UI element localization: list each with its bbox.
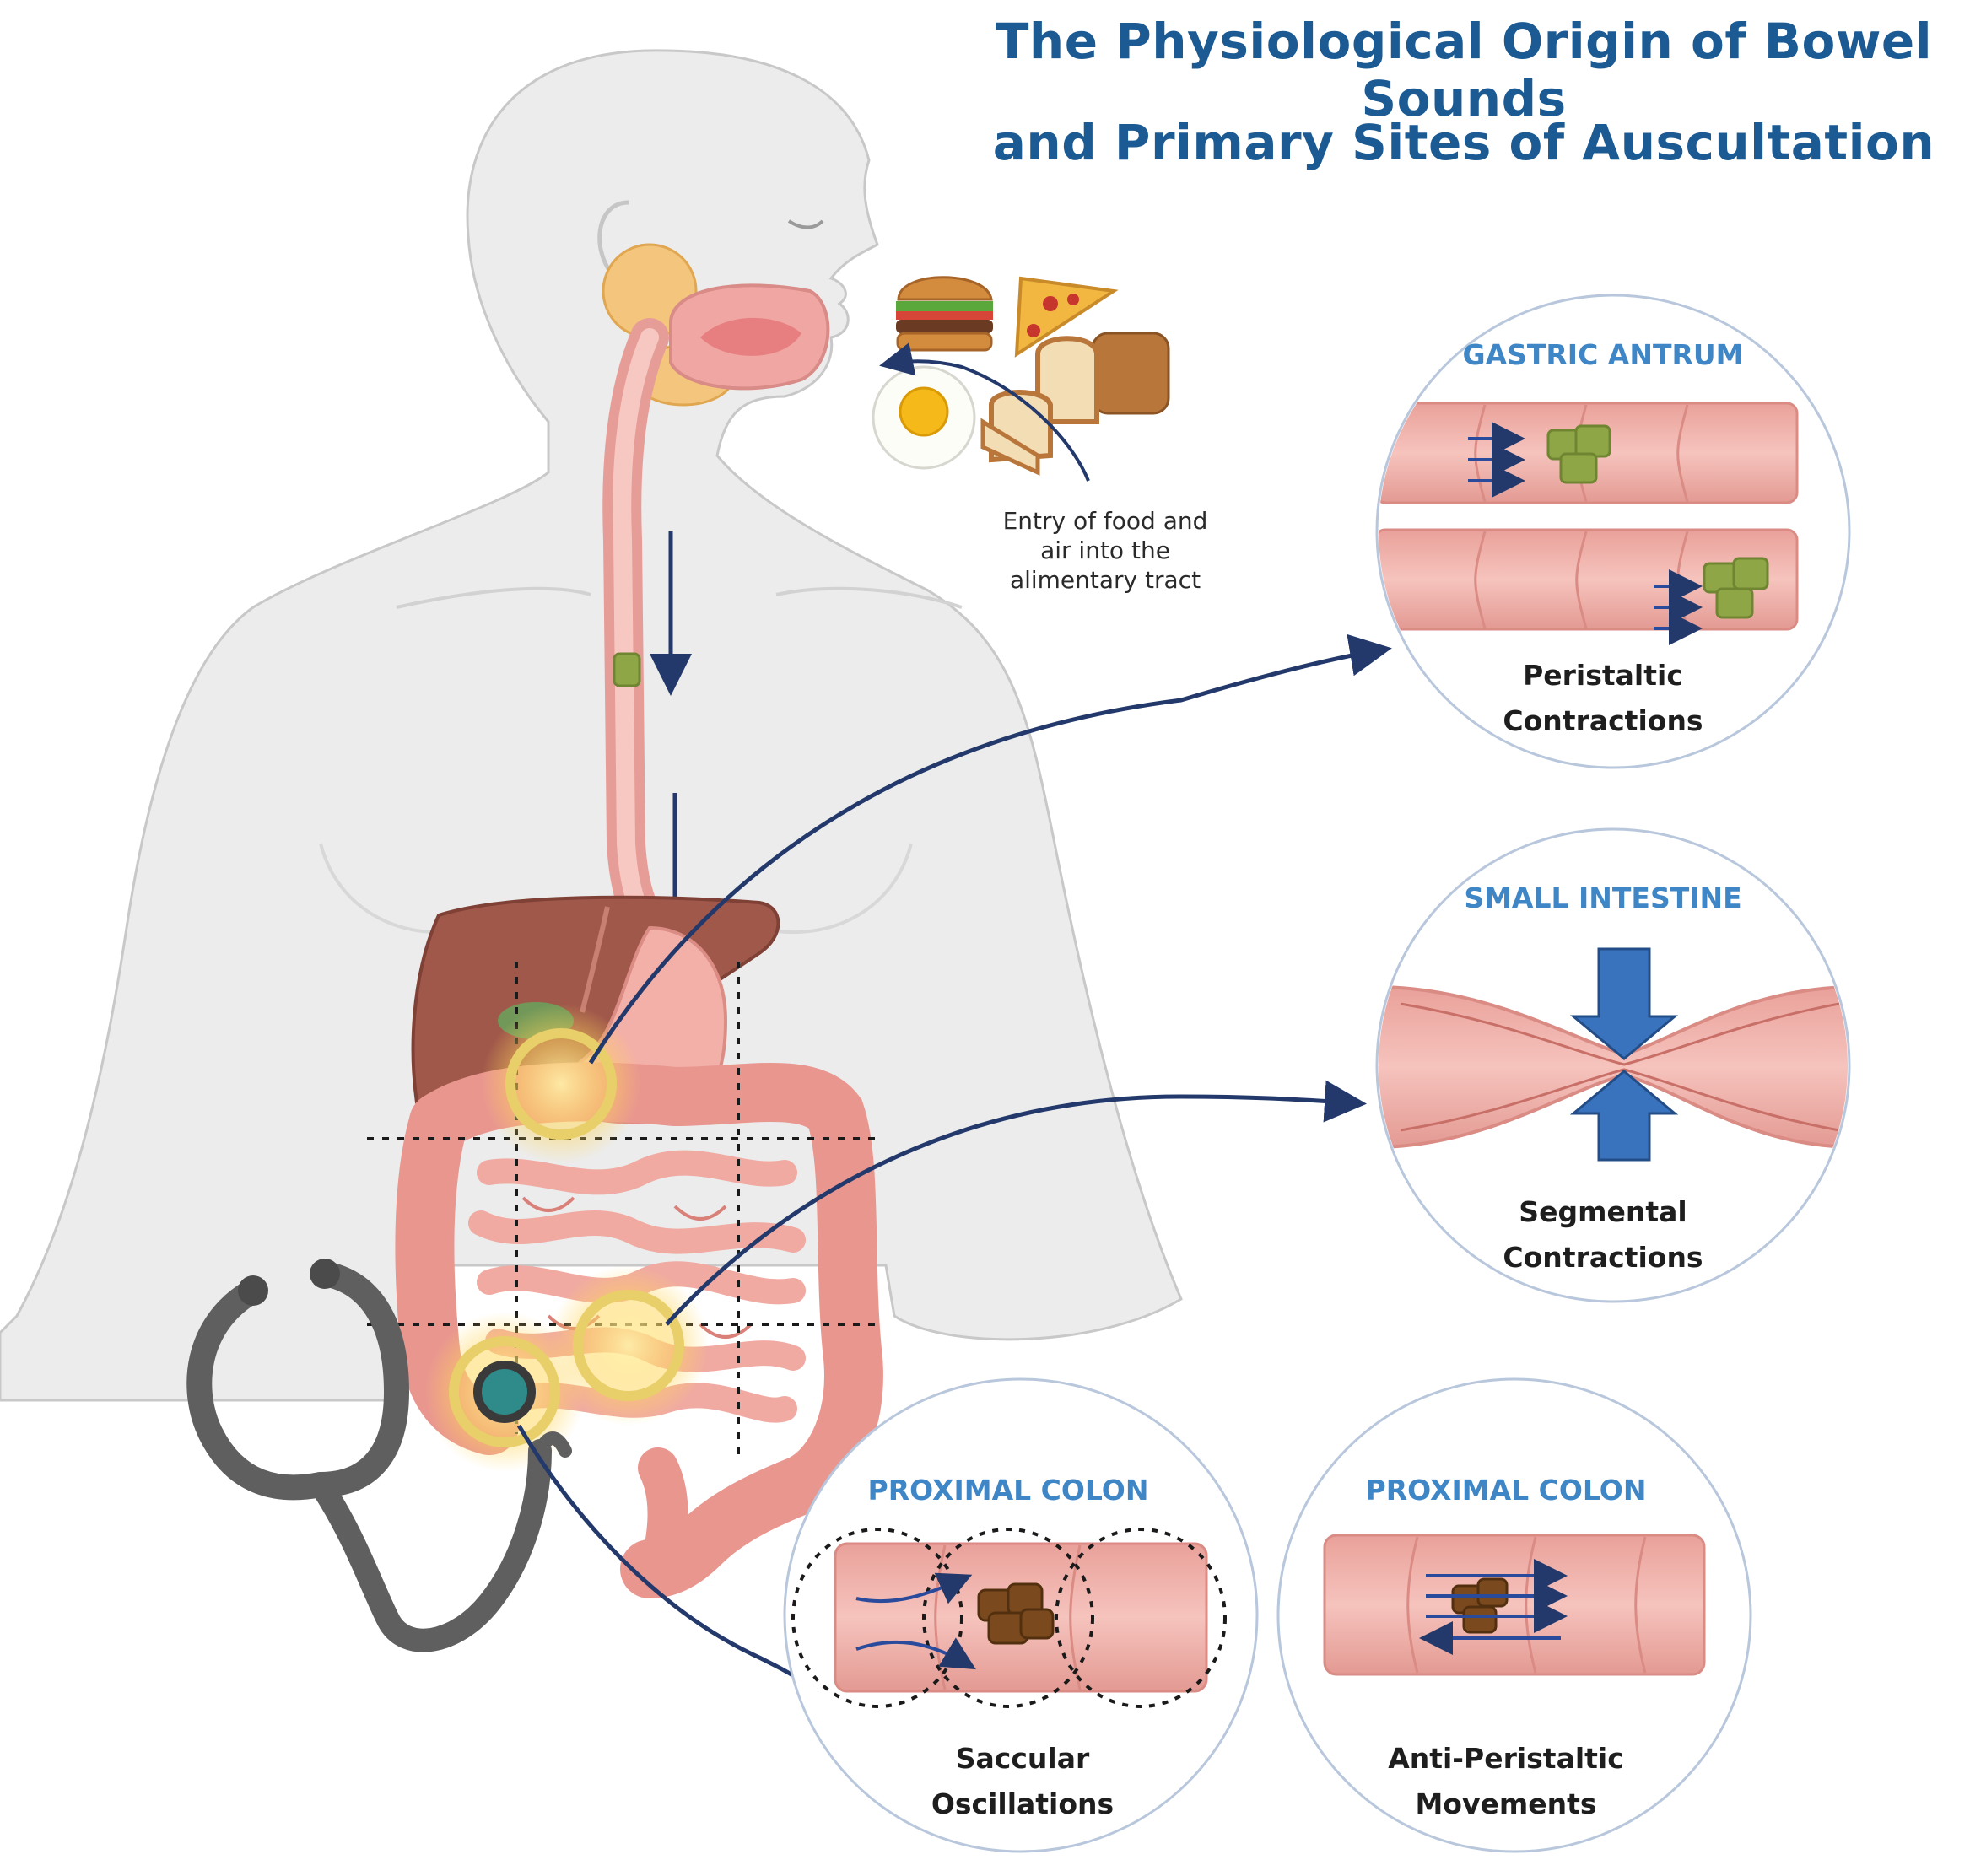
connector-gastric (588, 633, 1392, 1065)
haustra-l1 (1474, 531, 1487, 629)
panel-small-title: SMALL INTESTINE (1464, 881, 1741, 914)
site-ring-small (573, 1290, 684, 1401)
title-line-2: and Primary Sites of Auscultation (992, 114, 1935, 171)
anti-stool-3 (1462, 1605, 1498, 1634)
body-outline (0, 49, 1183, 1402)
stool-4 (1019, 1608, 1055, 1640)
anti-haustra-2 (1525, 1536, 1537, 1674)
anti-haustra-1 (1406, 1536, 1419, 1674)
anti-haustra-3 (1634, 1536, 1647, 1674)
stethoscope-stem (533, 1431, 572, 1458)
panel-anti-label-2: Movements (1415, 1787, 1596, 1820)
haustra-u1 (1474, 404, 1487, 503)
burger-tomato (896, 311, 993, 320)
egg-yolk (899, 386, 949, 437)
panel-anti-label-1: Anti-Peristaltic (1388, 1742, 1624, 1775)
loop-2 (468, 1210, 806, 1254)
bread-slice-3 (980, 418, 1040, 476)
sacc-outline-2 (922, 1528, 1094, 1708)
small-inner-line-top (1400, 1002, 1840, 1066)
panel-gastric-label-1: Peristaltic (1523, 659, 1683, 692)
eye-line (787, 219, 824, 229)
food-note-line-2: air into the (1040, 536, 1170, 564)
panel-small-label-2: Contractions (1503, 1241, 1703, 1274)
food-bolus-esophagus (613, 652, 641, 687)
stethoscope-earpiece-left (238, 1275, 268, 1306)
burger-lettuce (896, 301, 993, 311)
stethoscope-chestpiece (473, 1361, 536, 1423)
pizza-slice (1014, 276, 1119, 358)
stethoscope-main-tube (309, 1439, 552, 1652)
burger-bun-bottom (896, 332, 993, 352)
bolus-gastric-1b (1574, 424, 1611, 458)
connector-small (665, 1080, 1367, 1326)
panel-gastric-title: GASTRIC ANTRUM (1462, 338, 1743, 371)
small-intestine-segment (1379, 984, 1848, 1150)
chest-line-right (758, 843, 913, 935)
panel-small-intestine: SMALL INTESTINE Segmental Contractions (1375, 827, 1851, 1303)
crease-1 (521, 1196, 575, 1212)
site-ring-gastric (505, 1028, 617, 1140)
food-items (872, 276, 1170, 476)
food-note-line-3: alimentary tract (1010, 566, 1201, 594)
rectum (638, 1447, 688, 1598)
body-silhouette (0, 49, 1183, 1402)
stethoscope-ear-tube-left (186, 1278, 333, 1501)
stethoscope (186, 1261, 572, 1652)
burger-patty (896, 320, 993, 333)
anti-colon-tube (1323, 1534, 1706, 1676)
bread-loaf (1091, 332, 1170, 415)
pizza-pepperoni-2 (1027, 324, 1040, 337)
liver-ligament (580, 906, 610, 1013)
bolus-gastric-2c (1715, 587, 1754, 619)
burger-bun-top (897, 276, 993, 301)
compression-arrow-down (1569, 947, 1679, 1060)
haustra-u3 (1676, 404, 1689, 503)
tongue (700, 317, 801, 356)
pizza-pepperoni-1 (1043, 296, 1058, 311)
small-inner-line-bottom (1400, 1068, 1840, 1132)
bolus-gastric-2b (1732, 557, 1769, 590)
sacc-flow-arrow-1 (855, 1572, 973, 1604)
sacc-flow-arrow-2 (855, 1637, 976, 1670)
panel-gastric-label-2: Contractions (1503, 704, 1703, 737)
site-glow-small (548, 1265, 709, 1426)
panel-small-label-1: Segmental (1519, 1195, 1687, 1228)
title-line-1: The Physiological Origin of Bowel Sounds (995, 13, 1933, 127)
pizza-pepperoni-3 (1067, 294, 1079, 305)
sacc-outline-3 (1055, 1528, 1227, 1708)
sacc-outline-1 (791, 1528, 963, 1708)
panel-saccular: PROXIMAL COLON Saccular Oscillations (783, 1377, 1259, 1853)
stethoscope-ear-tube-right (308, 1261, 410, 1497)
compression-arrow-up (1569, 1070, 1679, 1162)
bolus-gastric-1c (1559, 452, 1598, 484)
panel-saccular-label-1: Saccular (956, 1742, 1090, 1775)
food-note-line-1: Entry of food and (1003, 507, 1208, 535)
panel-saccular-label-2: Oscillations (931, 1787, 1114, 1820)
loop-1 (477, 1150, 797, 1195)
crease-2 (673, 1205, 727, 1221)
site-ring-colon (449, 1336, 560, 1447)
clavicle-left (396, 586, 591, 609)
stethoscope-earpiece-right (310, 1259, 340, 1289)
bread-slice-1 (1035, 336, 1099, 424)
panel-anti-peristaltic: PROXIMAL COLON Anti-Peristaltic Movement… (1276, 1377, 1752, 1853)
clavicle-right (775, 586, 963, 609)
panel-gastric-antrum: GASTRIC ANTRUM Peristaltic Contractions (1375, 294, 1851, 769)
food-entry-arrow (879, 342, 1090, 482)
anti-stool-2 (1476, 1577, 1509, 1608)
haustra-l2 (1575, 531, 1588, 629)
panel-saccular-title: PROXIMAL COLON (868, 1474, 1149, 1507)
panel-anti-title: PROXIMAL COLON (1366, 1474, 1647, 1507)
site-glow-gastric (481, 1004, 641, 1164)
